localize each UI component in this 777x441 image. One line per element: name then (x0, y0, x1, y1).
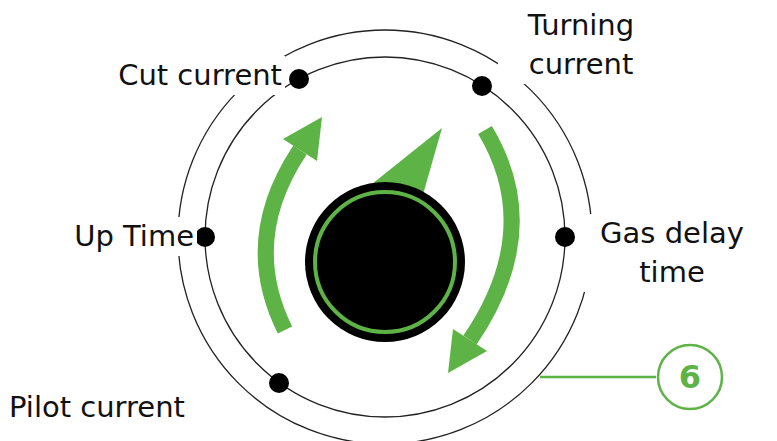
callout-circle: 6 (656, 343, 724, 411)
arrow-head (448, 329, 487, 373)
setting-label: Pilot current (6, 388, 188, 427)
callout-number: 6 (656, 343, 724, 411)
inner-ring (205, 57, 565, 417)
setting-label: Gas delay time (576, 214, 768, 292)
rotation-arrow (266, 150, 300, 330)
position-dot (289, 69, 309, 89)
position-dot (555, 227, 575, 247)
leader-line (540, 376, 656, 379)
knob-ring (315, 192, 455, 332)
setting-label: Cut current (115, 56, 285, 95)
arrow-head (283, 117, 322, 161)
position-dot (269, 373, 289, 393)
setting-label: Up Time (71, 217, 197, 256)
setting-label: Turning current (498, 6, 664, 84)
knob (305, 182, 465, 342)
rotation-arrow (470, 130, 512, 340)
position-dot (195, 227, 215, 247)
position-dot (472, 76, 492, 96)
